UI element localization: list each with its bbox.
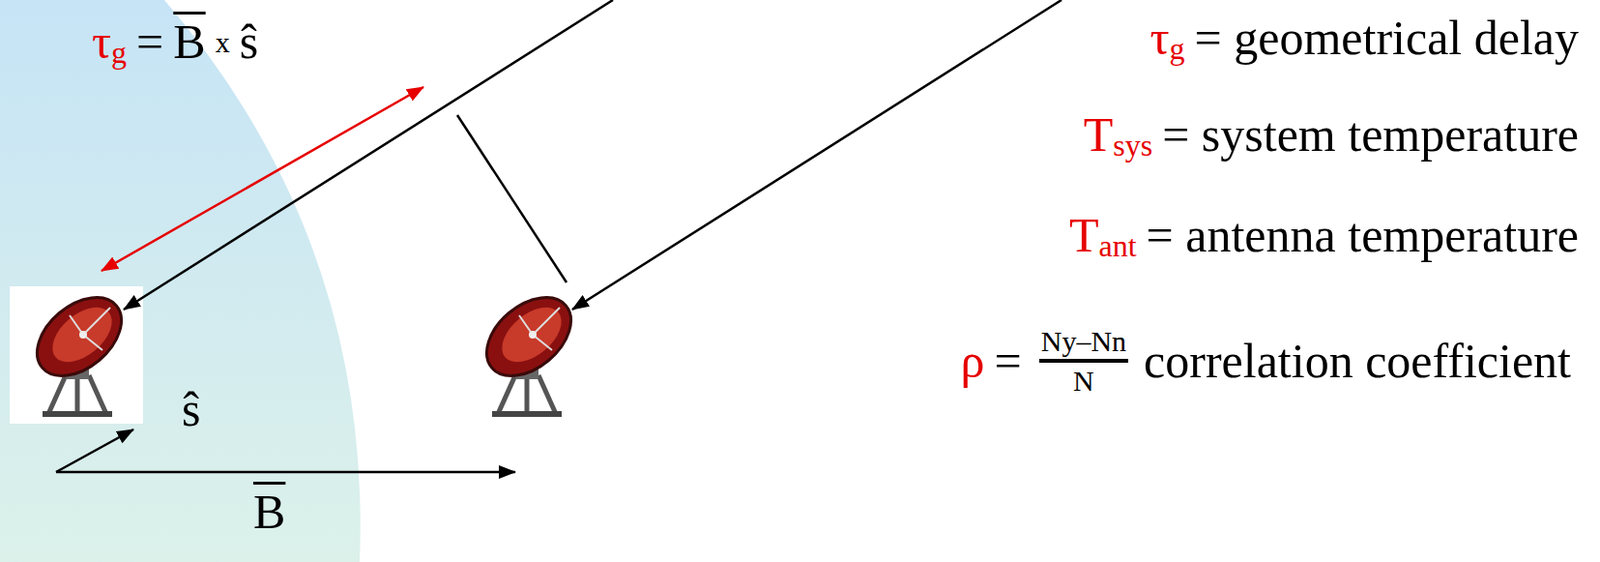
text-line: Tsys = system temperature (1083, 108, 1579, 162)
formula-label: τ (1149, 11, 1169, 65)
text-line: τg= geometrical delay (1149, 11, 1579, 65)
formula-label: sys (1112, 128, 1153, 163)
formula-label: g (1169, 31, 1186, 66)
formula-label: = system temperature (1162, 108, 1579, 162)
formula-label: B (173, 15, 205, 69)
formula-label: g (111, 35, 127, 70)
formula-label: ant (1098, 229, 1136, 263)
formula-label: N (1073, 362, 1095, 397)
formula-label: ρ (960, 334, 986, 388)
formula-label: ŝ (181, 382, 201, 437)
formula-label: correlation coefficient (1143, 334, 1571, 388)
text-line: B (253, 485, 286, 539)
formula-label: T (1069, 208, 1100, 262)
text-line: Tant = antenna temperature (1069, 208, 1579, 262)
fraction: Ny–NnN (1039, 324, 1129, 397)
formula-label: = (994, 334, 1022, 388)
formula-label: B (253, 485, 286, 539)
text-line: ρ=Ny–NnNcorrelation coefficient (960, 324, 1571, 397)
formula-label: τ (91, 15, 112, 69)
formula-label: = (136, 15, 164, 69)
formula-label: Ny–Nn (1039, 324, 1129, 363)
formula-label: T (1083, 108, 1114, 162)
formula-label: = geometrical delay (1194, 11, 1579, 65)
text-line: τg =Bxŝ (91, 15, 259, 69)
text-line: ŝ (181, 382, 201, 437)
formula-label: x (215, 26, 231, 59)
formula-label: = antenna temperature (1146, 208, 1579, 262)
formula-label: ŝ (239, 15, 259, 69)
